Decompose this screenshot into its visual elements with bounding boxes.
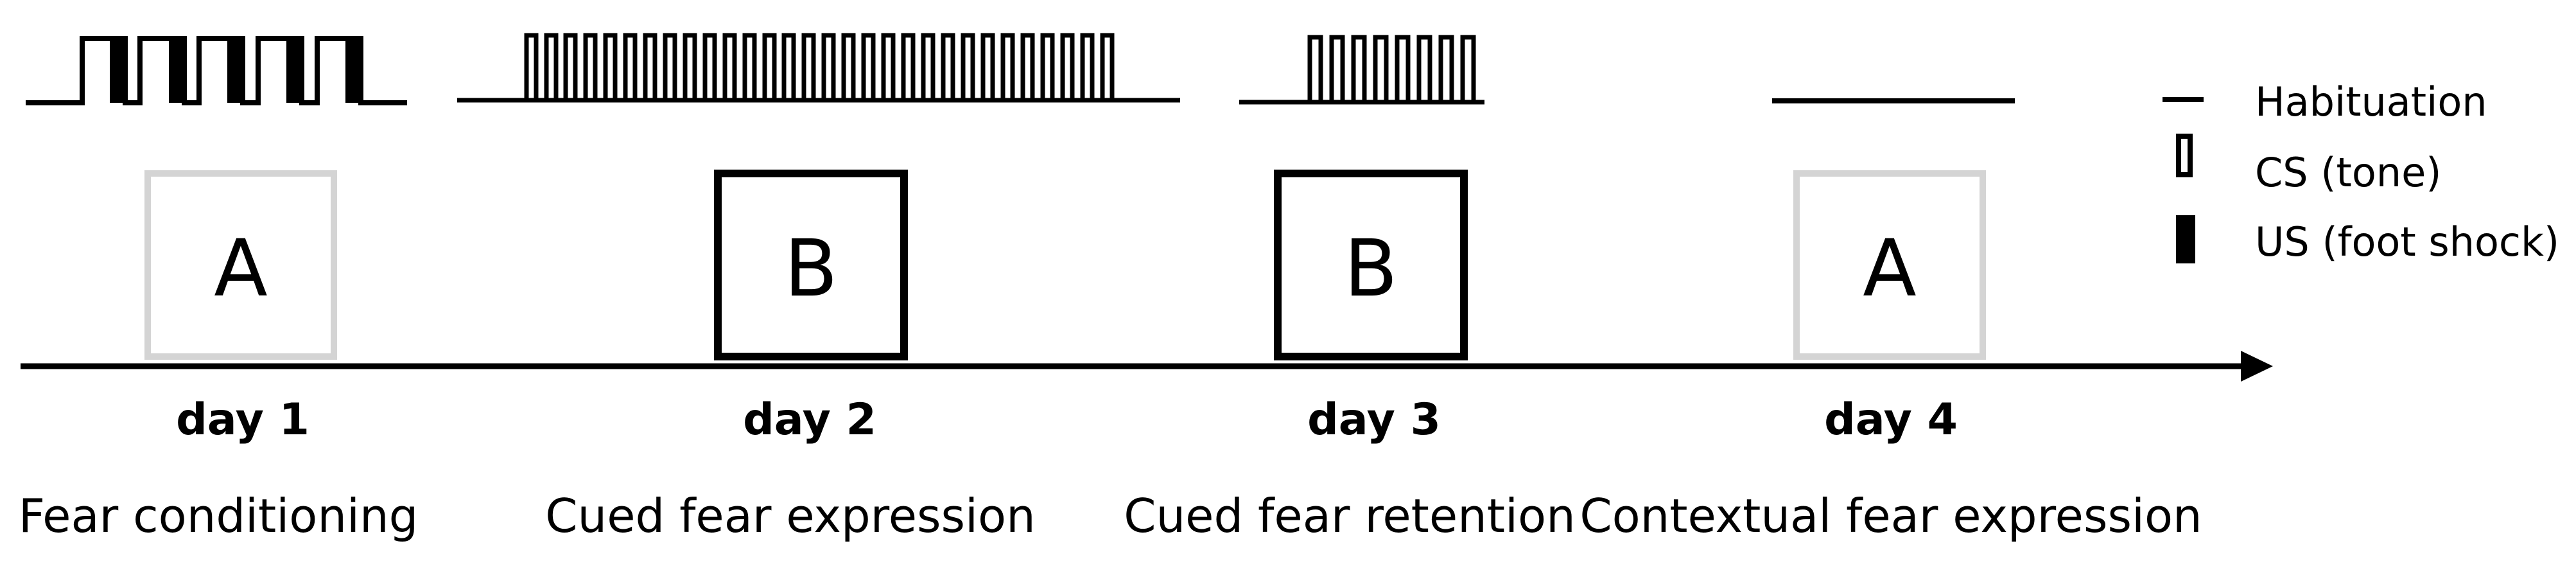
us-legend-label: US (foot shock) [2255,218,2559,265]
cs-legend-icon [2176,134,2193,177]
stimulus-trace-day-1 [26,36,407,105]
legend: Habituation CS (tone) US (foot shock) [2163,78,2559,265]
context-label: A [1863,223,1916,314]
day-label: day 3 [1307,394,1441,445]
phase-label: Cued fear expression [545,489,1035,543]
context-box [144,170,337,360]
cs-legend-label: CS (tone) [2255,149,2441,196]
us-shock-marker [110,39,125,103]
context-label: B [784,223,838,314]
stimulus-trace-day-3 [1239,35,1484,105]
day-label: day 1 [176,394,309,445]
day-label: day 2 [743,394,876,445]
us-shock-marker [345,39,361,103]
phase-label: Contextual fear expression [1580,489,2202,543]
us-shock-marker [169,39,184,103]
stimulus-trace-day-2 [457,33,1180,103]
timeline-arrowhead [2241,351,2273,382]
context-box [714,170,908,360]
phase-label: Fear conditioning [19,489,419,543]
habituation-legend-label: Habituation [2255,78,2487,125]
day-label: day 4 [1824,394,1958,445]
phase-label: Cued fear retention [1124,489,1575,543]
us-shock-marker [227,39,243,103]
context-box [1274,170,1468,360]
session-day-4: A day 4 Contextual fear expression [1580,98,2202,543]
session-day-1: A day 1 Fear conditioning [19,36,419,543]
context-label: A [214,223,267,314]
us-shock-marker [286,39,302,103]
context-label: B [1344,223,1398,314]
session-day-3: B day 3 Cued fear retention [1124,35,1576,543]
session-day-2: B day 2 Cued fear expression [457,33,1180,543]
context-box [1793,170,1986,360]
us-legend-icon [2176,215,2195,263]
